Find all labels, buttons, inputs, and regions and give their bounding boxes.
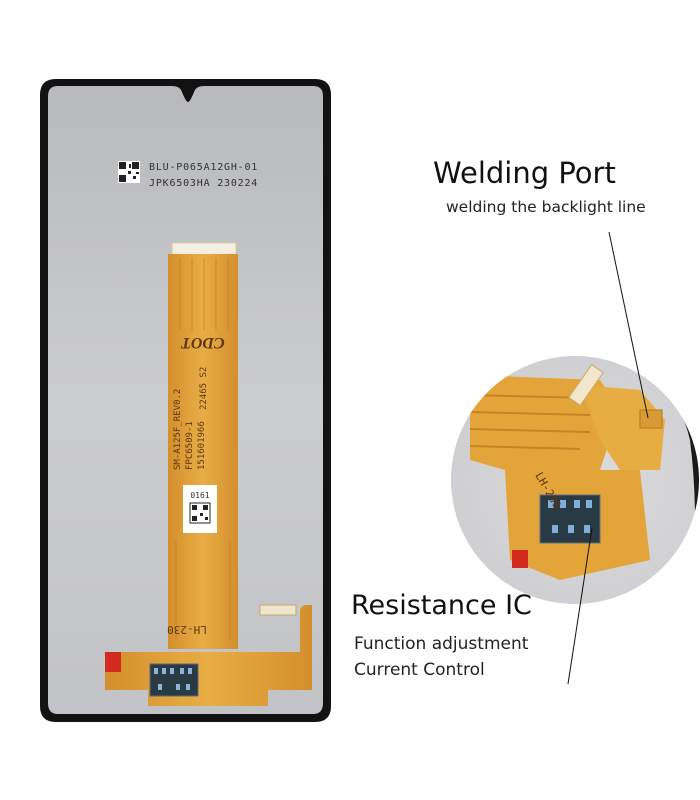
flex-ic-pins xyxy=(154,668,192,690)
flex-serial-1: 22465 S2 xyxy=(199,367,209,410)
resistance-ic-pointer xyxy=(567,527,593,685)
resistance-ic-title: Resistance IC xyxy=(351,590,532,621)
flex-serial-2: 151601966 xyxy=(197,421,207,470)
welding-port-pointer xyxy=(608,231,649,419)
flex-sticker-qr xyxy=(189,502,211,524)
flex-traces xyxy=(175,258,231,640)
zoom-ring xyxy=(449,354,700,606)
welding-port-title: Welding Port xyxy=(433,156,616,190)
panel-qr-code xyxy=(118,161,140,183)
flex-part-number: SM-A125F_REV0.2 xyxy=(173,389,183,470)
flex-fpc-code: FPC6509-1 xyxy=(185,421,195,470)
flex-side-connector xyxy=(259,604,297,616)
flex-edge-code: LH-230 xyxy=(167,623,207,636)
panel-model-code: BLU-P065A12GH-01 xyxy=(149,162,258,173)
flex-top-connector xyxy=(171,242,237,256)
welding-port-subtitle: welding the backlight line xyxy=(446,198,646,216)
resistance-ic-line-1: Function adjustment xyxy=(354,634,529,654)
flex-brand: CDOT xyxy=(180,334,225,351)
zoom-detail: LH-230 xyxy=(450,355,700,605)
resistance-ic-line-2: Current Control xyxy=(354,660,485,680)
flex-red-component xyxy=(105,652,121,672)
flex-sticker-code: 0161 xyxy=(190,491,209,500)
panel-batch-code: JPK6503HA 230224 xyxy=(149,178,258,189)
